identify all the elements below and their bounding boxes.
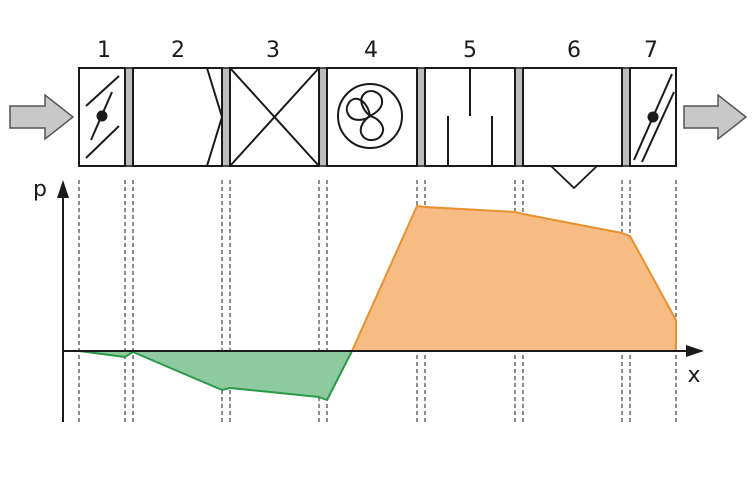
section-1-box: [78, 67, 126, 167]
negative-pressure-area: [78, 350, 353, 401]
drain-icon: [550, 165, 598, 190]
section-number-5: 5: [463, 38, 477, 63]
fan-icon: [337, 83, 403, 149]
section-number-1: 1: [97, 38, 111, 63]
positive-pressure-area: [351, 205, 677, 352]
section-number-3: 3: [266, 38, 280, 63]
y-axis-label: p: [33, 177, 47, 202]
outlet-damper-icon: [633, 73, 675, 163]
section-number-7: 7: [644, 38, 658, 63]
section-number-2: 2: [171, 38, 185, 63]
filter-icon: [206, 67, 224, 167]
heat-exchanger-icon: [229, 67, 320, 167]
section-7-box: [629, 67, 677, 167]
pressure-axis: [57, 180, 69, 422]
outlet-arrow-icon: [683, 93, 748, 141]
ahu-unit: [78, 67, 677, 167]
section-2-box: [132, 67, 223, 167]
section-number-6: 6: [567, 38, 581, 63]
inlet-arrow-icon: [9, 93, 75, 141]
section-3-box: [229, 67, 320, 167]
position-axis: [63, 345, 704, 357]
section-6-box: [522, 67, 623, 167]
section-numbers: 1 2 3 4 5 6 7: [97, 38, 658, 63]
section-separators: [124, 67, 631, 167]
x-axis-label: x: [687, 363, 700, 388]
section-number-4: 4: [364, 38, 378, 63]
section-4-box: [326, 67, 418, 167]
silencer-icon: [447, 68, 493, 166]
damper-icon: [85, 75, 120, 159]
